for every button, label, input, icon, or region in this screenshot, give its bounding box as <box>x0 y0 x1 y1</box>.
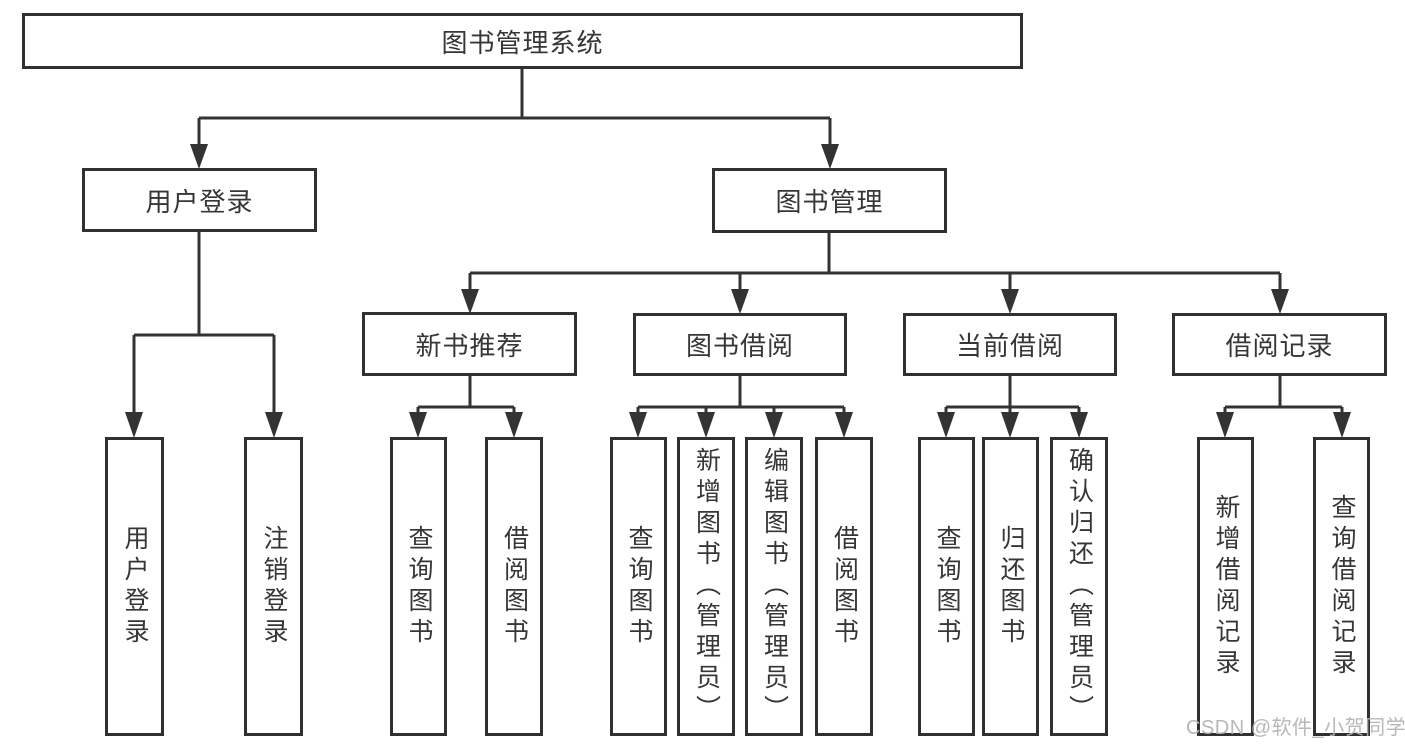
node-current-borrow: 当前借阅 <box>903 313 1117 376</box>
leaf-confirm-return-admin: 确认归还（管理员） <box>1050 437 1108 736</box>
node-book-borrow: 图书借阅 <box>633 313 847 376</box>
arrow-down-icon <box>265 412 283 438</box>
arrow-down-icon <box>629 412 647 438</box>
arrow-down-icon <box>1070 412 1088 438</box>
arrowheads <box>125 144 1351 438</box>
leaf-borrow-book-1: 借阅图书 <box>485 437 543 736</box>
edge-mgmt-to-children <box>468 233 1282 291</box>
edge-root-to-children <box>197 69 832 146</box>
leaf-logout: 注销登录 <box>244 437 303 736</box>
arrow-down-icon <box>731 289 749 314</box>
arrow-down-icon <box>821 144 839 169</box>
arrow-down-icon <box>937 412 955 438</box>
node-user-login: 用户登录 <box>82 168 317 232</box>
arrow-down-icon <box>1001 412 1019 438</box>
node-root: 图书管理系统 <box>22 13 1023 69</box>
arrow-down-icon <box>190 144 208 169</box>
arrow-down-icon <box>1333 412 1351 438</box>
edge-newbook-to-children <box>416 376 516 414</box>
arrow-down-icon <box>461 289 479 314</box>
edge-current-to-children <box>944 376 1081 414</box>
leaf-user-login: 用户登录 <box>105 437 164 736</box>
leaf-return-book: 归还图书 <box>982 437 1039 736</box>
arrow-down-icon <box>409 412 427 438</box>
arrow-down-icon <box>1216 412 1234 438</box>
arrow-down-icon <box>1001 289 1019 314</box>
arrow-down-icon <box>1271 289 1289 314</box>
leaf-borrow-book-2: 借阅图书 <box>815 437 873 736</box>
arrow-down-icon <box>835 412 853 438</box>
leaf-add-borrow-record: 新增借阅记录 <box>1197 437 1254 736</box>
leaf-query-book-3: 查询图书 <box>918 437 975 736</box>
node-book-management: 图书管理 <box>712 168 947 233</box>
csdn-watermark: CSDN @软件_小贺同学 <box>1186 717 1405 739</box>
leaf-query-book-1: 查询图书 <box>390 437 447 736</box>
arrow-down-icon <box>125 412 143 438</box>
leaf-query-borrow-record: 查询借阅记录 <box>1313 437 1370 736</box>
node-borrow-record: 借阅记录 <box>1172 313 1387 376</box>
edge-login-to-children <box>132 232 276 414</box>
arrow-down-icon <box>505 412 523 438</box>
arrow-down-icon <box>765 412 783 438</box>
leaf-query-book-2: 查询图书 <box>610 437 667 736</box>
leaf-edit-book-admin: 编辑图书（管理员） <box>745 437 803 736</box>
edge-borrow-to-children <box>636 376 846 414</box>
leaf-add-book-admin: 新增图书（管理员） <box>677 437 735 736</box>
node-new-book-recommend: 新书推荐 <box>362 312 577 376</box>
arrow-down-icon <box>697 412 715 438</box>
edge-record-to-children <box>1223 376 1344 414</box>
